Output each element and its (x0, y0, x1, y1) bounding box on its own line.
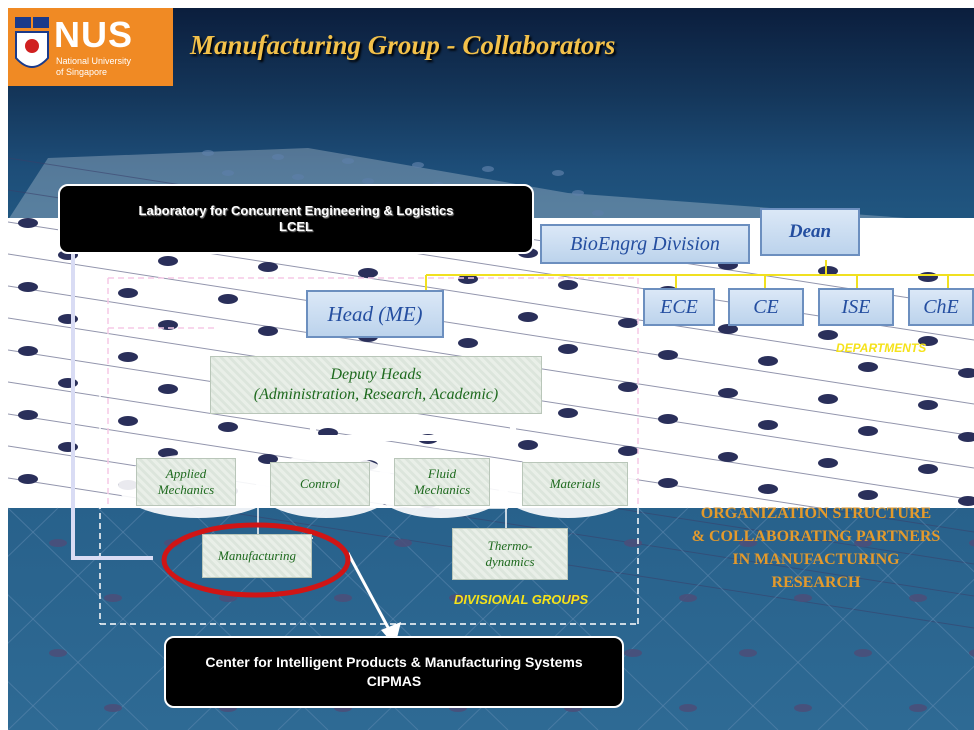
dept-che: ChE (908, 288, 974, 326)
deputy-heads-title: Deputy Heads (330, 366, 422, 383)
group-fluid-mechanics-line2: Mechanics (413, 482, 471, 497)
org-caption-line2: & COLLABORATING PARTNERS (691, 528, 941, 545)
slide-title: Manufacturing Group - Collaborators (190, 30, 616, 60)
group-applied-mechanics-line2: Mechanics (157, 482, 215, 497)
cipmas-acronym: CIPMAS (366, 673, 422, 689)
head-me-box: Head (ME) (306, 290, 444, 338)
group-thermodynamics-line1: Thermo- (487, 538, 533, 553)
group-applied-mechanics: Applied Mechanics (136, 458, 236, 506)
dept-ece: ECE (643, 288, 715, 326)
group-thermodynamics: Thermo- dynamics (452, 528, 568, 580)
org-caption-line1: ORGANIZATION STRUCTURE (700, 505, 932, 522)
nus-logo-sub2: of Singapore (56, 67, 108, 77)
group-fluid-mechanics: Fluid Mechanics (394, 458, 490, 506)
org-caption-line4: RESEARCH (771, 574, 861, 591)
divisional-groups-label: DIVISIONAL GROUPS (454, 592, 589, 607)
group-thermodynamics-line2: dynamics (485, 554, 535, 569)
departments-label: DEPARTMENTS (836, 341, 927, 355)
organization-structure-caption: ORGANIZATION STRUCTURE & COLLABORATING P… (658, 502, 974, 594)
deputy-heads-roles: (Administration, Research, Academic) (253, 386, 499, 403)
deputy-heads-box: Deputy Heads (Administration, Research, … (210, 356, 542, 414)
dept-ce: CE (728, 288, 804, 326)
nus-logo-text: NUS (54, 14, 134, 55)
group-fluid-mechanics-line1: Fluid (427, 466, 457, 481)
group-applied-mechanics-line1: Applied (165, 466, 207, 481)
nus-logo-sub1: National University (56, 56, 132, 66)
group-control: Control (270, 462, 370, 506)
dean-box: Dean (760, 208, 860, 256)
nus-crest-icon (14, 16, 50, 78)
lcel-name: Laboratory for Concurrent Engineering & … (138, 203, 454, 218)
org-caption-line3: IN MANUFACTURING (732, 551, 900, 568)
nus-logo: NUS National University of Singapore (8, 8, 173, 86)
bioengrg-division-box: BioEngrg Division (540, 224, 750, 264)
dept-ise: ISE (818, 288, 894, 326)
cipmas-name: Center for Intelligent Products & Manufa… (205, 654, 583, 670)
connector-lines (65, 188, 974, 646)
group-manufacturing: Manufacturing (202, 534, 312, 578)
lcel-acronym: LCEL (279, 219, 313, 234)
slide: NUS National University of Singapore Man… (8, 8, 974, 730)
lcel-box: Laboratory for Concurrent Engineering & … (58, 184, 534, 254)
group-materials: Materials (522, 462, 628, 506)
cipmas-box: Center for Intelligent Products & Manufa… (164, 636, 624, 708)
